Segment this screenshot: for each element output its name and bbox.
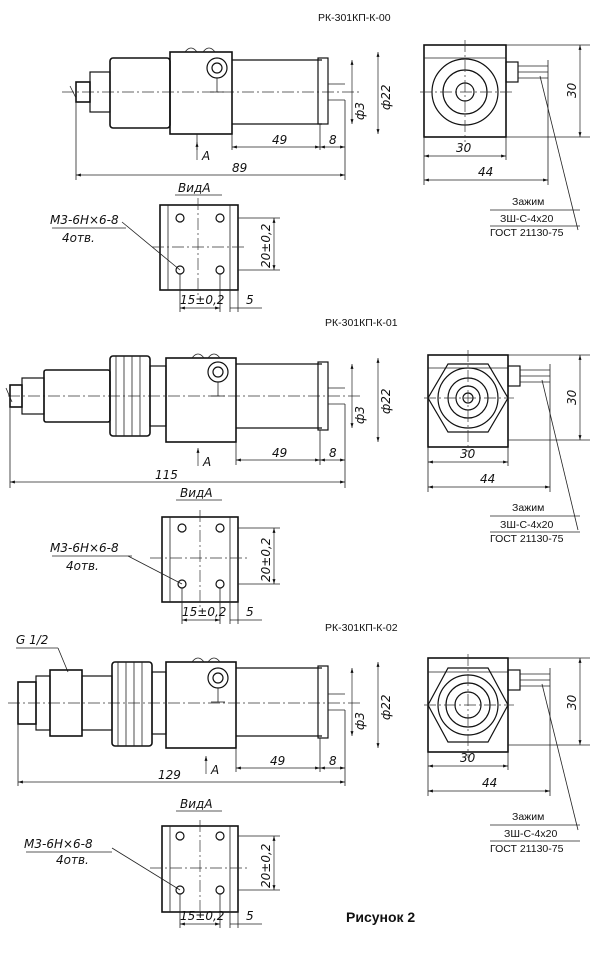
variant-title: РК-301КП-К-01 bbox=[325, 317, 398, 329]
clamp-title: Зажим bbox=[512, 502, 544, 514]
end-width: 30 bbox=[460, 751, 476, 765]
view-height: 20±0,2 bbox=[259, 844, 273, 888]
clamp-note: Зажим ЗШ-С-4х20 ГОСТ 21130-75 bbox=[490, 502, 580, 545]
end-height: 30 bbox=[565, 389, 579, 405]
view-label: ВидА bbox=[178, 181, 211, 195]
end-view: 30 30 44 bbox=[424, 350, 590, 531]
dim-body: 49 bbox=[272, 133, 287, 147]
clamp-code: ЗШ-С-4х20 bbox=[500, 213, 553, 225]
side-view: G 1/2 bbox=[8, 633, 360, 749]
dim-body: 49 bbox=[270, 754, 285, 768]
variant-title: РК-301КП-К-00 bbox=[318, 12, 391, 24]
dim-total: 115 bbox=[155, 468, 178, 482]
figure-caption: Рисунок 2 bbox=[346, 909, 415, 925]
arrow-label: А bbox=[202, 455, 211, 469]
side-view bbox=[62, 47, 360, 135]
hole-note: М3-6H×6-8 bbox=[50, 213, 119, 227]
variant-02: РК-301КП-К-02 G 1/2 bbox=[8, 622, 590, 928]
variant-00: РК-301КП-К-00 А bbox=[50, 12, 590, 312]
clamp-title: Зажим bbox=[512, 196, 544, 208]
dim-total: 129 bbox=[158, 768, 181, 782]
dim-d3: ф3 bbox=[353, 712, 367, 730]
end-view: 30 30 44 bbox=[424, 654, 590, 831]
dim-end: 8 bbox=[329, 754, 337, 768]
view-label: ВидА bbox=[180, 797, 213, 811]
clamp-std: ГОСТ 21130-75 bbox=[490, 227, 564, 239]
hole-note: М3-6H×6-8 bbox=[24, 837, 93, 851]
side-dimensions: А 49 8 129 ф3 ф22 bbox=[17, 662, 393, 786]
clamp-code: ЗШ-С-4х20 bbox=[504, 828, 557, 840]
side-view bbox=[5, 353, 360, 443]
end-width: 30 bbox=[456, 141, 472, 155]
end-width: 30 bbox=[460, 447, 476, 461]
hole-note: М3-6H×6-8 bbox=[50, 541, 119, 555]
clamp-title: Зажим bbox=[512, 811, 544, 823]
view-height: 20±0,2 bbox=[259, 224, 273, 268]
end-height: 30 bbox=[565, 82, 579, 98]
end-total: 44 bbox=[482, 776, 497, 790]
view-height: 20±0,2 bbox=[259, 538, 273, 582]
view-width: 15±0,2 bbox=[180, 293, 224, 307]
hole-count: 4отв. bbox=[56, 853, 89, 867]
view-width: 15±0,2 bbox=[180, 909, 224, 923]
clamp-std: ГОСТ 21130-75 bbox=[490, 533, 564, 545]
clamp-std: ГОСТ 21130-75 bbox=[490, 843, 564, 855]
end-total: 44 bbox=[480, 472, 495, 486]
clamp-code: ЗШ-С-4х20 bbox=[500, 519, 553, 531]
dim-end: 8 bbox=[329, 446, 337, 460]
thread-label: G 1/2 bbox=[16, 633, 48, 647]
dim-body: 49 bbox=[272, 446, 287, 460]
dim-d22: ф22 bbox=[379, 694, 393, 720]
variant-01: РК-301КП-К-01 А bbox=[5, 317, 590, 624]
variant-title: РК-301КП-К-02 bbox=[325, 622, 398, 634]
dim-end: 8 bbox=[329, 133, 337, 147]
view-a: ВидА М3-6H×6-8 4отв. 20±0,2 15±0,2 bbox=[50, 181, 280, 312]
dim-d3: ф3 bbox=[353, 102, 367, 120]
end-total: 44 bbox=[478, 165, 493, 179]
dim-d3: ф3 bbox=[353, 406, 367, 424]
hole-count: 4отв. bbox=[66, 559, 99, 573]
view-five: 5 bbox=[246, 909, 254, 923]
view-five: 5 bbox=[246, 605, 254, 619]
dim-d22: ф22 bbox=[379, 84, 393, 110]
arrow-label: А bbox=[201, 149, 210, 163]
end-view: 30 30 44 bbox=[420, 40, 590, 231]
side-dimensions: А 49 8 115 ф3 ф22 bbox=[9, 358, 393, 488]
dim-total: 89 bbox=[232, 161, 247, 175]
hole-count: 4отв. bbox=[62, 231, 95, 245]
view-a: ВидА М3-6H×6-8 4отв. 20±0,2 15±0,2 bbox=[24, 797, 280, 928]
view-label: ВидА bbox=[180, 486, 213, 500]
view-width: 15±0,2 bbox=[182, 605, 226, 619]
view-a: ВидА М3-6H×6-8 4отв. 20±0,2 15±0,2 bbox=[50, 486, 280, 624]
view-five: 5 bbox=[246, 293, 254, 307]
dim-d22: ф22 bbox=[379, 388, 393, 414]
side-dimensions: А 49 8 89 ф3 ф22 bbox=[75, 52, 393, 180]
clamp-note: Зажим ЗШ-С-4х20 ГОСТ 21130-75 bbox=[490, 811, 580, 855]
end-height: 30 bbox=[565, 694, 579, 710]
clamp-note: Зажим ЗШ-С-4х20 ГОСТ 21130-75 bbox=[490, 196, 580, 239]
arrow-label: А bbox=[210, 763, 219, 777]
